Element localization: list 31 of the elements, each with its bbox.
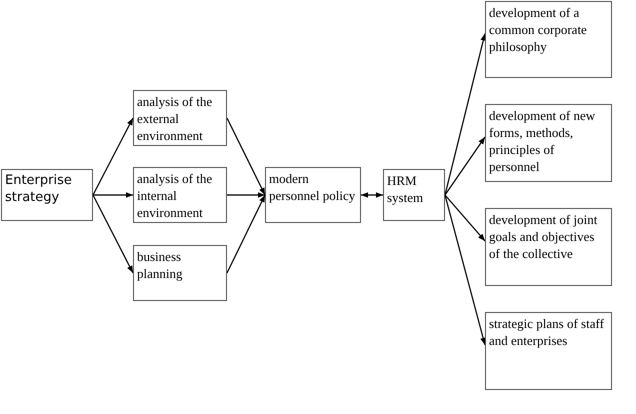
arrow <box>444 33 486 196</box>
arrow <box>444 194 486 242</box>
arrow <box>93 192 133 198</box>
box-text: strategic plans of staff and enterprises <box>489 315 605 349</box>
box-text: modern personnel policy <box>269 170 356 204</box>
box-text: development of a common corporate philosophy <box>489 4 588 55</box>
process-box <box>133 245 227 301</box>
box-text: analysis of the internal environment <box>137 170 214 221</box>
process-box <box>1 169 93 221</box>
process-box <box>383 169 445 221</box>
process-box <box>133 167 227 223</box>
box-text: development of joint goals and objectives of the collective <box>489 211 598 262</box>
arrow <box>444 136 486 196</box>
process-box <box>485 104 612 182</box>
arrow <box>92 118 134 196</box>
arrow <box>226 118 266 196</box>
box-text: HRM system <box>387 172 424 206</box>
box-text: business planning <box>137 248 184 282</box>
process-box <box>485 312 612 390</box>
arrow <box>227 192 265 198</box>
process-box <box>485 208 612 286</box>
arrow <box>361 192 383 198</box>
box-text: analysis of the external environment <box>137 93 214 144</box>
arrow <box>444 194 486 346</box>
box-text: development of new forms, methods, principles of personnel <box>489 107 596 175</box>
box-text: Enterprise strategy <box>5 172 73 206</box>
process-box <box>265 167 361 223</box>
arrow <box>226 194 266 274</box>
process-box <box>485 1 612 78</box>
process-box <box>133 90 227 146</box>
arrow <box>92 194 134 274</box>
